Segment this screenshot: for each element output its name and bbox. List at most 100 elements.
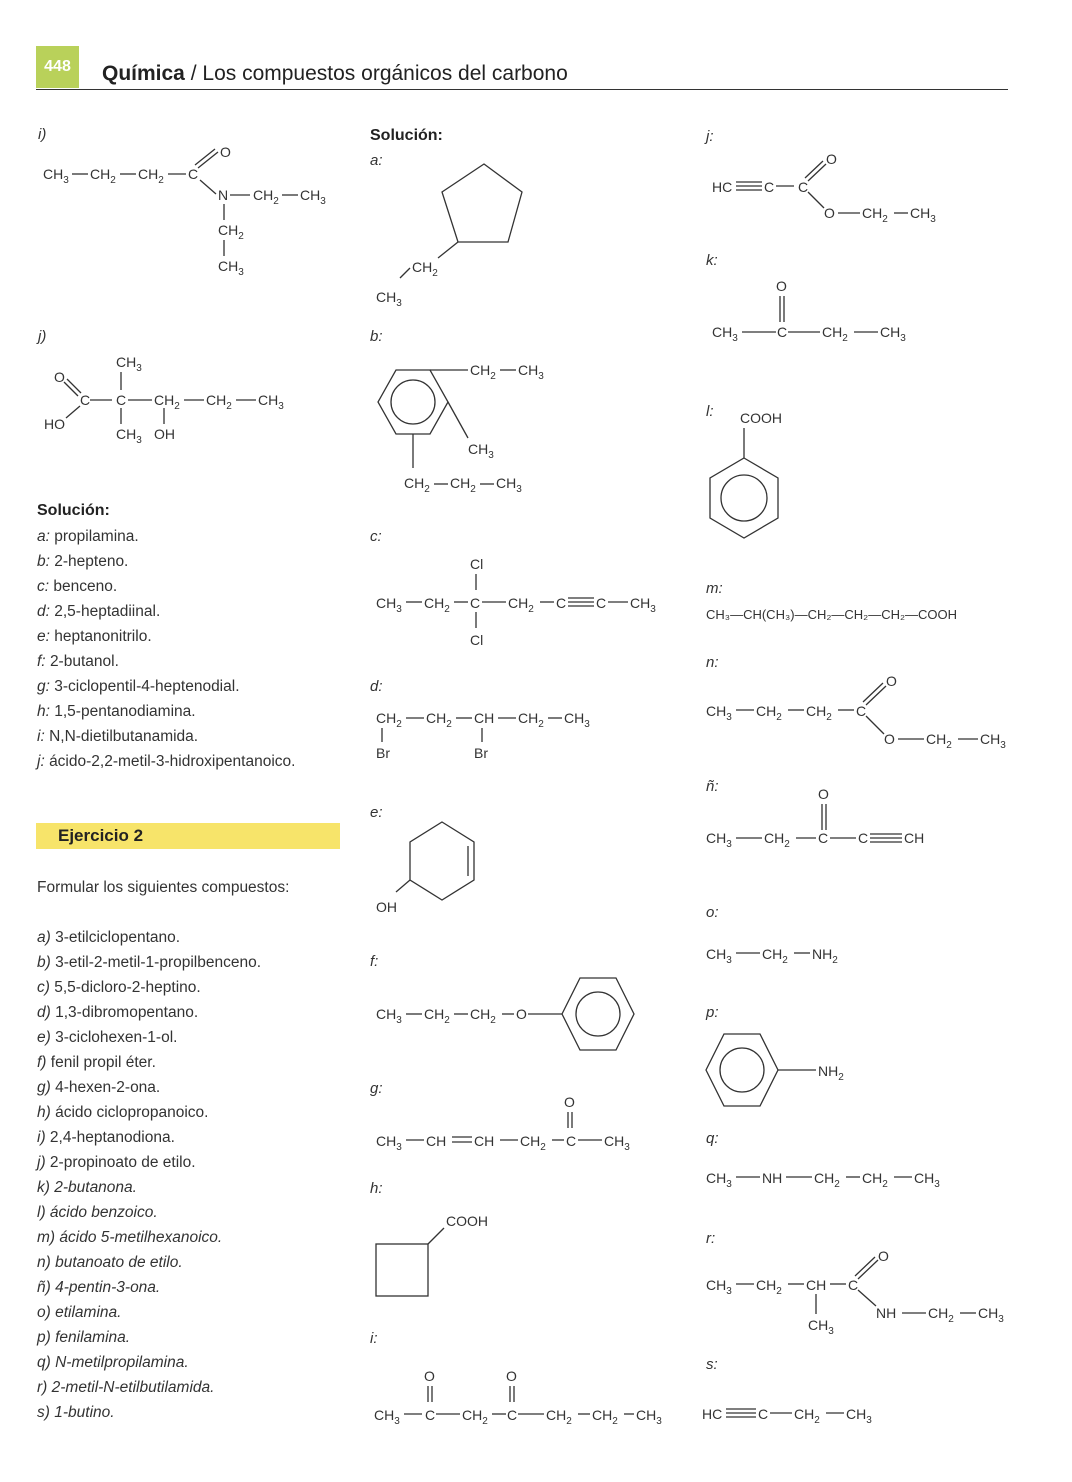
structure-k: O CH3 C CH2 CH3 — [712, 278, 906, 344]
instruction: Formular los siguientes compuestos: — [37, 879, 290, 896]
atom: COOH — [446, 1213, 488, 1229]
label-l: l: — [706, 403, 714, 420]
atom: CH2 — [764, 830, 790, 850]
list-item: h) ácido ciclopropanoico. — [37, 1104, 209, 1121]
list-item: d: 2,5-heptadiinal. — [37, 603, 161, 620]
atom: OH — [376, 899, 397, 915]
atom: NH — [876, 1305, 896, 1321]
structure-c: Cl CH3 CH2 C Cl CH2 C C CH3 — [376, 556, 656, 648]
atom: Br — [474, 745, 488, 761]
structure-o: CH3 CH2 NH2 — [706, 946, 838, 966]
atom: O — [424, 1368, 435, 1384]
atom: HO — [44, 416, 65, 432]
atom: NH2 — [818, 1063, 844, 1083]
label-o: o: — [706, 904, 719, 921]
list-item: b) 3-etil-2-metil-1-propilbenceno. — [37, 954, 262, 971]
atom: CH3 — [564, 710, 590, 730]
list-item: o) etilamina. — [37, 1304, 122, 1321]
structure-s: HC C CH2 CH3 — [702, 1406, 872, 1426]
list-item: j: ácido-2,2-metil-3-hidroxipentanoico. — [37, 753, 296, 770]
atom: O — [886, 673, 897, 689]
atom: CH2 — [206, 392, 232, 412]
atom: C — [425, 1407, 435, 1423]
label-c: c: — [370, 528, 382, 545]
atom: CH2 — [424, 1006, 450, 1026]
structure-i-mid: O O CH3 C CH2 C CH2 CH2 CH3 — [374, 1368, 662, 1427]
atom: CH3 — [376, 1006, 402, 1026]
label-i: i) — [38, 126, 47, 143]
atom: CH3 — [116, 426, 142, 446]
atom: C — [858, 830, 868, 846]
structure-g: O CH3 CH CH CH2 C CH3 — [376, 1094, 630, 1153]
atom: C — [848, 1277, 858, 1293]
atom: CH3 — [910, 205, 936, 225]
atom: COOH — [740, 410, 782, 426]
structure-p: NH2 — [705, 1033, 844, 1107]
atom: NH2 — [812, 946, 838, 966]
list-item: r) 2-metil-N-etilbutilamida. — [37, 1379, 215, 1396]
list-item: g) 4-hexen-2-ona. — [37, 1079, 161, 1096]
atom: O — [516, 1006, 527, 1022]
atom: C — [188, 166, 198, 182]
atom: NH — [762, 1170, 782, 1186]
list-item: f: 2-butanol. — [37, 653, 119, 670]
atom: CH — [426, 1133, 446, 1149]
atom: CH3 — [706, 1277, 732, 1297]
atom: C — [777, 324, 787, 340]
atom: CH3 — [808, 1317, 834, 1337]
header-rule — [36, 89, 1008, 90]
list-item: e) 3-ciclohexen-1-ol. — [37, 1029, 178, 1046]
atom: CH2 — [218, 222, 244, 242]
list-item: c: benceno. — [37, 578, 118, 595]
answers-list: a: propilamina. b: 2-hepteno. c: benceno… — [37, 524, 295, 774]
structure-h: COOH — [375, 1213, 488, 1297]
atom: CH2 — [404, 475, 430, 495]
structure-f: CH3 CH2 CH2 O — [376, 977, 635, 1051]
structure-m: CH₃—CH(CH₃)—CH₂—CH₂—CH₂—COOH — [706, 607, 958, 622]
atom: O — [564, 1094, 575, 1110]
atom: CH2 — [756, 703, 782, 723]
label-k: k: — [706, 252, 718, 269]
list-item: p) fenilamina. — [37, 1329, 131, 1346]
atom: CH2 — [862, 205, 888, 225]
atom: CH3 — [712, 324, 738, 344]
structure-b: CH2 CH3 CH3 CH2 CH2 CH3 — [377, 362, 544, 495]
atom: C — [80, 392, 90, 408]
atom: CH — [474, 710, 494, 726]
label-j: j) — [38, 328, 47, 345]
atom: O — [884, 731, 895, 747]
exercise-list: a) 3-etilciclopentano. b) 3-etil-2-metil… — [37, 925, 261, 1425]
structure-e: OH — [376, 821, 475, 915]
label-j-right: j: — [706, 128, 714, 145]
atom: N — [218, 187, 228, 203]
atom: O — [818, 786, 829, 802]
atom: CH — [904, 830, 924, 846]
atom: CH2 — [592, 1407, 618, 1427]
header-subject: Química — [102, 62, 185, 85]
atom: CH2 — [450, 475, 476, 495]
structure-l: COOH — [709, 410, 782, 539]
atom: CH3 — [300, 187, 326, 207]
list-item: n) butanoato de etilo. — [37, 1254, 183, 1271]
atom: CH2 — [253, 187, 279, 207]
list-item: i) 2,4-heptanodiona. — [37, 1129, 175, 1146]
atom: O — [878, 1248, 889, 1264]
header-separator: / — [184, 62, 203, 85]
label-i-mid: i: — [370, 1330, 378, 1347]
list-item: c) 5,5-dicloro-2-heptino. — [37, 979, 201, 996]
atom: Br — [376, 745, 390, 761]
label-s: s: — [706, 1356, 718, 1373]
atom: CH2 — [794, 1406, 820, 1426]
atom: CH3 — [914, 1170, 940, 1190]
atom: C — [758, 1406, 768, 1422]
atom: Cl — [470, 556, 483, 572]
structure-i: CH3 CH2 CH2 C O N CH2 CH3 CH2 CH3 — [43, 144, 326, 278]
list-item: ñ) 4-pentin-3-ona. — [37, 1279, 161, 1296]
atom: O — [824, 205, 835, 221]
atom: CH3 — [636, 1407, 662, 1427]
atom: CH2 — [412, 259, 438, 279]
atom: CH2 — [138, 166, 164, 186]
label-p: p: — [706, 1004, 719, 1021]
atom: CH2 — [424, 595, 450, 615]
structure-r: CH3 CH2 CH CH3 C O NH CH2 CH3 — [706, 1248, 1004, 1337]
